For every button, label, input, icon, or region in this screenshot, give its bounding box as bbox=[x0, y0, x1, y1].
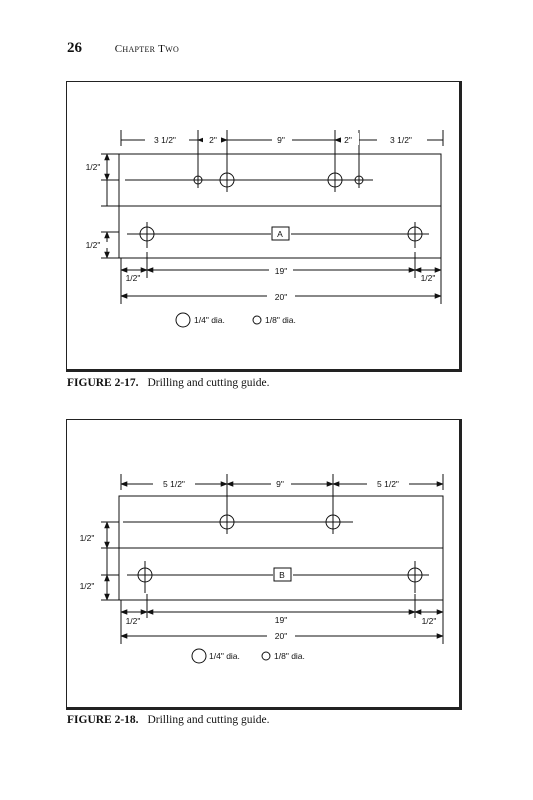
dim-top-5: 3 1/2" bbox=[390, 135, 412, 145]
legend-large-label: 1/4" dia. bbox=[194, 315, 225, 325]
dim-top-1: 5 1/2" bbox=[163, 479, 185, 489]
dim-side-2: 1/2" bbox=[80, 581, 95, 591]
dim-top-3: 9" bbox=[277, 135, 285, 145]
page-number: 26 bbox=[67, 40, 82, 56]
legend-small-label: 1/8" dia. bbox=[274, 651, 305, 661]
dim-top-4: 2" bbox=[344, 135, 352, 145]
part-label-a: A bbox=[277, 229, 283, 239]
caption-label: FIGURE 2-17. bbox=[67, 377, 139, 389]
chapter-title: Chapter Two bbox=[114, 43, 180, 55]
dim-top-3: 5 1/2" bbox=[377, 479, 399, 489]
caption-text: Drilling and cutting guide. bbox=[147, 377, 270, 389]
legend-large-label: 1/4" dia. bbox=[209, 651, 240, 661]
dim-top-2: 9" bbox=[276, 479, 284, 489]
figure-2-17-drawing: 3 1/2" 2" 9" 2" 3 1/2" 1/2" 1/2" A 1/2" … bbox=[86, 130, 444, 328]
figure-2-18-box: 5 1/2" 9" 5 1/2" 1/2" 1/2" B 1/2" 19" 1/… bbox=[66, 419, 462, 710]
dim-overall: 20" bbox=[275, 631, 287, 641]
dim-top-1: 3 1/2" bbox=[154, 135, 176, 145]
dim-side-2: 1/2" bbox=[86, 240, 101, 250]
dim-bottom-right: 1/2" bbox=[421, 273, 436, 283]
figure-2-18-caption: FIGURE 2-18. Drilling and cutting guide. bbox=[67, 714, 269, 726]
figure-2-18-drawing: 5 1/2" 9" 5 1/2" 1/2" 1/2" B 1/2" 19" 1/… bbox=[80, 474, 444, 664]
dim-bottom-left: 1/2" bbox=[126, 273, 141, 283]
dim-side-1: 1/2" bbox=[86, 162, 101, 172]
dim-overall: 20" bbox=[275, 292, 287, 302]
dim-bottom-left: 1/2" bbox=[126, 616, 141, 626]
dim-side-1: 1/2" bbox=[80, 533, 95, 543]
figure-2-17-caption: FIGURE 2-17. Drilling and cutting guide. bbox=[67, 377, 269, 389]
caption-text: Drilling and cutting guide. bbox=[147, 714, 270, 726]
caption-label: FIGURE 2-18. bbox=[67, 714, 139, 726]
page-header: 26 Chapter Two bbox=[67, 40, 179, 57]
part-label-b: B bbox=[279, 570, 285, 580]
dim-bottom-right: 1/2" bbox=[422, 616, 437, 626]
dim-bottom-middle: 19" bbox=[275, 266, 287, 276]
dim-top-2: 2" bbox=[209, 135, 217, 145]
figure-2-17-box: 3 1/2" 2" 9" 2" 3 1/2" 1/2" 1/2" A 1/2" … bbox=[66, 81, 462, 372]
dim-bottom-middle: 19" bbox=[275, 615, 287, 625]
legend-small-label: 1/8" dia. bbox=[265, 315, 296, 325]
